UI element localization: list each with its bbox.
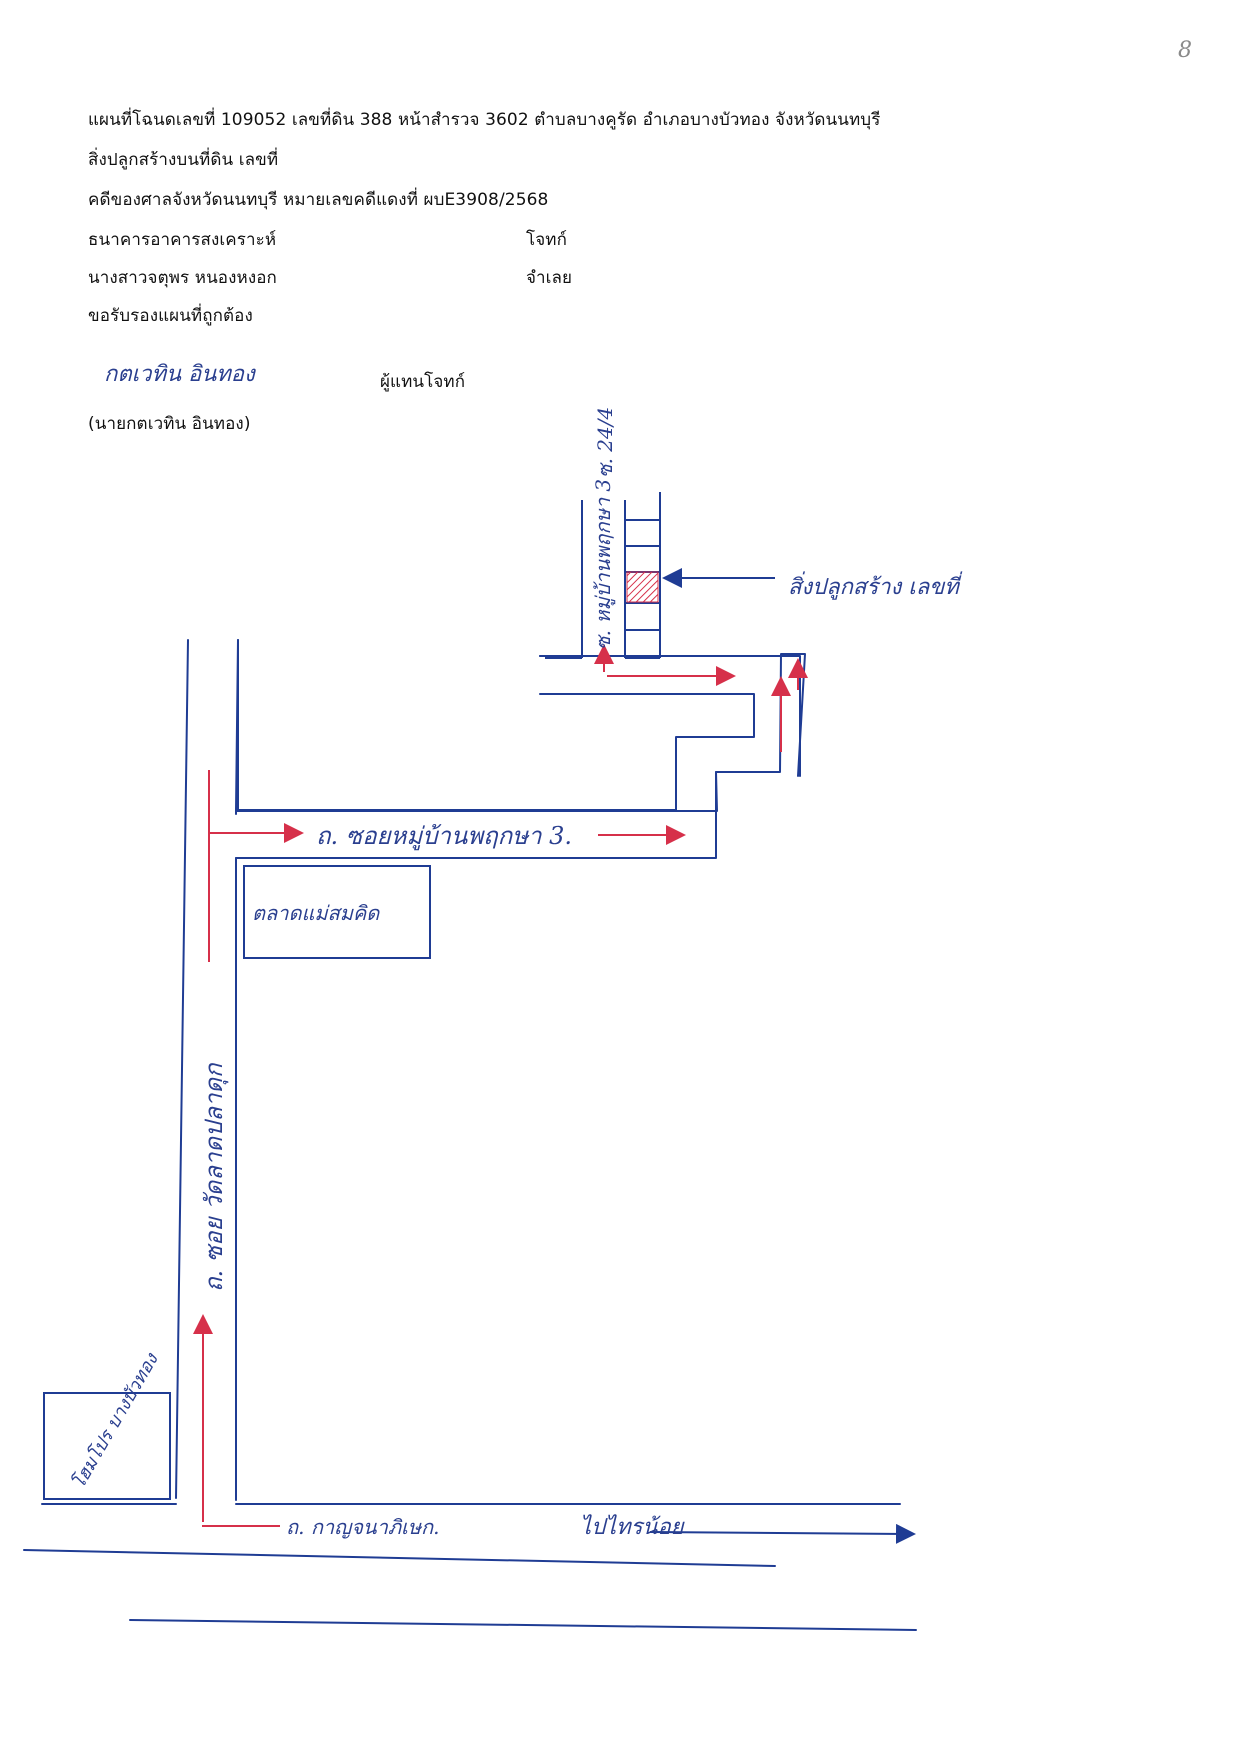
market-box — [243, 865, 431, 959]
signature-printed-name: (นายกตเวทิน อินทอง) — [88, 414, 251, 434]
market-label: ตลาดแม่สมคิด — [252, 901, 380, 925]
plaintiff-name: ธนาคารอาคารสงเคราะห์ — [88, 230, 277, 250]
soi-horizontal-upper-road — [237, 693, 755, 811]
deed-line: แผนที่โฉนดเลขที่ 109052 เลขที่ดิน 388 หน… — [88, 110, 881, 130]
road-outlines — [23, 639, 917, 1631]
building-line: สิ่งปลูกสร้างบนที่ดิน เลขที่ — [88, 150, 279, 170]
main-road-lower-a — [23, 1549, 776, 1567]
direction-arrow — [649, 1523, 916, 1544]
soi-vertical-label: ถ. ซอย วัดลาดปลาดุก — [200, 1062, 229, 1292]
landmark-label: โฮมโปร บางบัวทอง — [67, 1349, 163, 1493]
case-line: คดีของศาลจังหวัดนนทบุรี หมายเลขคดีแดงที่… — [88, 190, 549, 210]
page-corner-mark: 8 — [1178, 38, 1192, 63]
soi-vertical-left-edge — [175, 639, 189, 1499]
handwritten-signature: กตเวทิน อินทอง — [104, 362, 255, 387]
certify-line: ขอรับรองแผนที่ถูกต้อง — [88, 306, 253, 326]
signature-role: ผู้แทนโจทก์ — [380, 372, 466, 392]
village-side-label: ซ. หมู่บ้านพฤกษา 3 — [591, 479, 616, 650]
landmark-box — [43, 1392, 171, 1500]
main-road-lower-b — [129, 1619, 917, 1631]
side-road-edge — [539, 655, 801, 777]
soi-horizontal-lower-edge — [235, 771, 717, 859]
building-pointer-label: สิ่งปลูกสร้าง เลขที่ — [788, 571, 963, 600]
soi-vertical-right-edge — [235, 639, 806, 812]
route-arrows — [193, 644, 808, 1527]
sub-soi-label: ซ. 24/4 — [593, 407, 617, 478]
soi-horizontal-label: ถ. ซอยหมู่บ้านพฤกษา 3. — [316, 822, 572, 851]
target-building-hatch — [626, 571, 659, 603]
main-road-label: ถ. กาญจนาภิเษก. — [286, 1515, 440, 1539]
defendant-name: นางสาวจตุพร หนองหงอก — [88, 268, 277, 288]
plaintiff-role: โจทก์ — [526, 230, 567, 250]
defendant-role: จำเลย — [526, 268, 573, 288]
direction-label: ไปไทรน้อย — [580, 1514, 686, 1540]
